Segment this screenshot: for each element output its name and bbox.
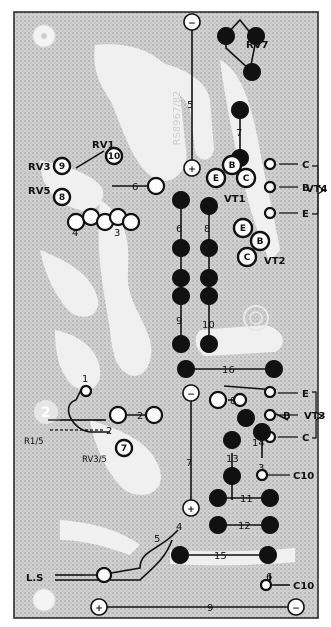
vt4-pin-b: B bbox=[302, 183, 310, 194]
svg-text:7: 7 bbox=[236, 128, 242, 139]
board-reference: RS8967/82 bbox=[172, 91, 183, 146]
svg-text:8: 8 bbox=[204, 224, 210, 235]
svg-text:−: − bbox=[187, 390, 195, 400]
vt3-label: VT3 bbox=[304, 411, 326, 422]
copper-tracks bbox=[40, 44, 295, 566]
svg-text:11: 11 bbox=[240, 494, 253, 505]
svg-text:9: 9 bbox=[207, 603, 213, 614]
link-numbers: 5 7 6 6 8 9 10 4 3 16 7 2 8 14 13 11 12 … bbox=[72, 100, 272, 614]
svg-text:6: 6 bbox=[266, 572, 272, 583]
svg-text:5: 5 bbox=[154, 534, 160, 545]
c10-label-lower: C10 bbox=[293, 581, 314, 592]
svg-text:7: 7 bbox=[186, 458, 192, 469]
svg-text:E: E bbox=[240, 224, 246, 234]
svg-text:4: 4 bbox=[176, 522, 182, 533]
rv3-label: RV3 bbox=[28, 162, 50, 173]
svg-text:+: + bbox=[187, 505, 195, 515]
svg-text:8: 8 bbox=[230, 396, 236, 407]
svg-text:E: E bbox=[213, 174, 219, 184]
c10-label-upper: C10 bbox=[293, 471, 314, 482]
svg-text:6: 6 bbox=[132, 182, 138, 193]
svg-text:9: 9 bbox=[59, 162, 65, 172]
rv3-5-label: RV3/5 bbox=[82, 455, 107, 465]
svg-text:3: 3 bbox=[258, 463, 264, 474]
polarity-signs: − + − + + − bbox=[95, 19, 300, 614]
rv7-label: RV7 bbox=[246, 40, 268, 51]
vt4-pin-e: E bbox=[302, 209, 309, 220]
svg-text:10: 10 bbox=[202, 320, 215, 331]
svg-text:15: 15 bbox=[214, 551, 227, 562]
svg-text:6: 6 bbox=[176, 224, 182, 235]
mounting-hole-bottom-left bbox=[32, 588, 56, 612]
svg-text:+: + bbox=[188, 165, 196, 175]
vt1-label: VT1 bbox=[224, 194, 246, 205]
svg-text:B: B bbox=[257, 237, 264, 247]
corner-mark-2: 2 bbox=[34, 400, 58, 424]
svg-text:7: 7 bbox=[121, 444, 127, 454]
component-pads bbox=[52, 146, 271, 458]
vt3-pin-e: E bbox=[302, 389, 309, 400]
svg-text:−: − bbox=[188, 19, 196, 29]
rv5-label: RV5 bbox=[28, 186, 50, 197]
vt2-label: VT2 bbox=[264, 256, 286, 267]
svg-text:13: 13 bbox=[226, 454, 239, 465]
svg-text:10: 10 bbox=[108, 152, 121, 162]
connection-arrows bbox=[48, 163, 326, 586]
svg-text:2: 2 bbox=[41, 405, 51, 421]
svg-text:8: 8 bbox=[59, 193, 65, 203]
mounting-hole-top-left bbox=[32, 24, 56, 48]
svg-text:5: 5 bbox=[187, 100, 193, 111]
svg-text:16: 16 bbox=[222, 365, 235, 376]
svg-text:2: 2 bbox=[137, 411, 143, 422]
svg-text:B: B bbox=[229, 161, 236, 171]
mounting-hole-center-right bbox=[243, 305, 269, 331]
vt3-pin-c: C bbox=[302, 433, 309, 444]
svg-text:−: − bbox=[292, 604, 300, 614]
loudspeaker-label: L.S bbox=[26, 573, 43, 584]
svg-text:12: 12 bbox=[238, 521, 251, 532]
svg-text:+: + bbox=[95, 604, 103, 614]
vt4-label: VT4 bbox=[306, 184, 328, 195]
svg-text:1: 1 bbox=[82, 374, 88, 385]
svg-text:9: 9 bbox=[176, 316, 182, 327]
svg-text:2: 2 bbox=[106, 426, 112, 437]
hollow-pads bbox=[66, 157, 277, 592]
solid-pads bbox=[171, 27, 283, 564]
vt3-pin-b: B bbox=[283, 411, 291, 422]
polarity-markers bbox=[90, 13, 305, 616]
svg-text:14: 14 bbox=[252, 438, 265, 449]
component-pad-labels: 10 9 8 7 E B C E B C bbox=[59, 152, 264, 454]
svg-text:C: C bbox=[244, 253, 251, 263]
rv1-label: RV1 bbox=[92, 140, 114, 151]
svg-text:C: C bbox=[243, 174, 250, 184]
svg-text:4: 4 bbox=[72, 228, 78, 239]
vt4-pin-c: C bbox=[302, 160, 309, 171]
svg-text:3: 3 bbox=[114, 228, 120, 239]
r1-5-label: R1/5 bbox=[24, 437, 44, 447]
